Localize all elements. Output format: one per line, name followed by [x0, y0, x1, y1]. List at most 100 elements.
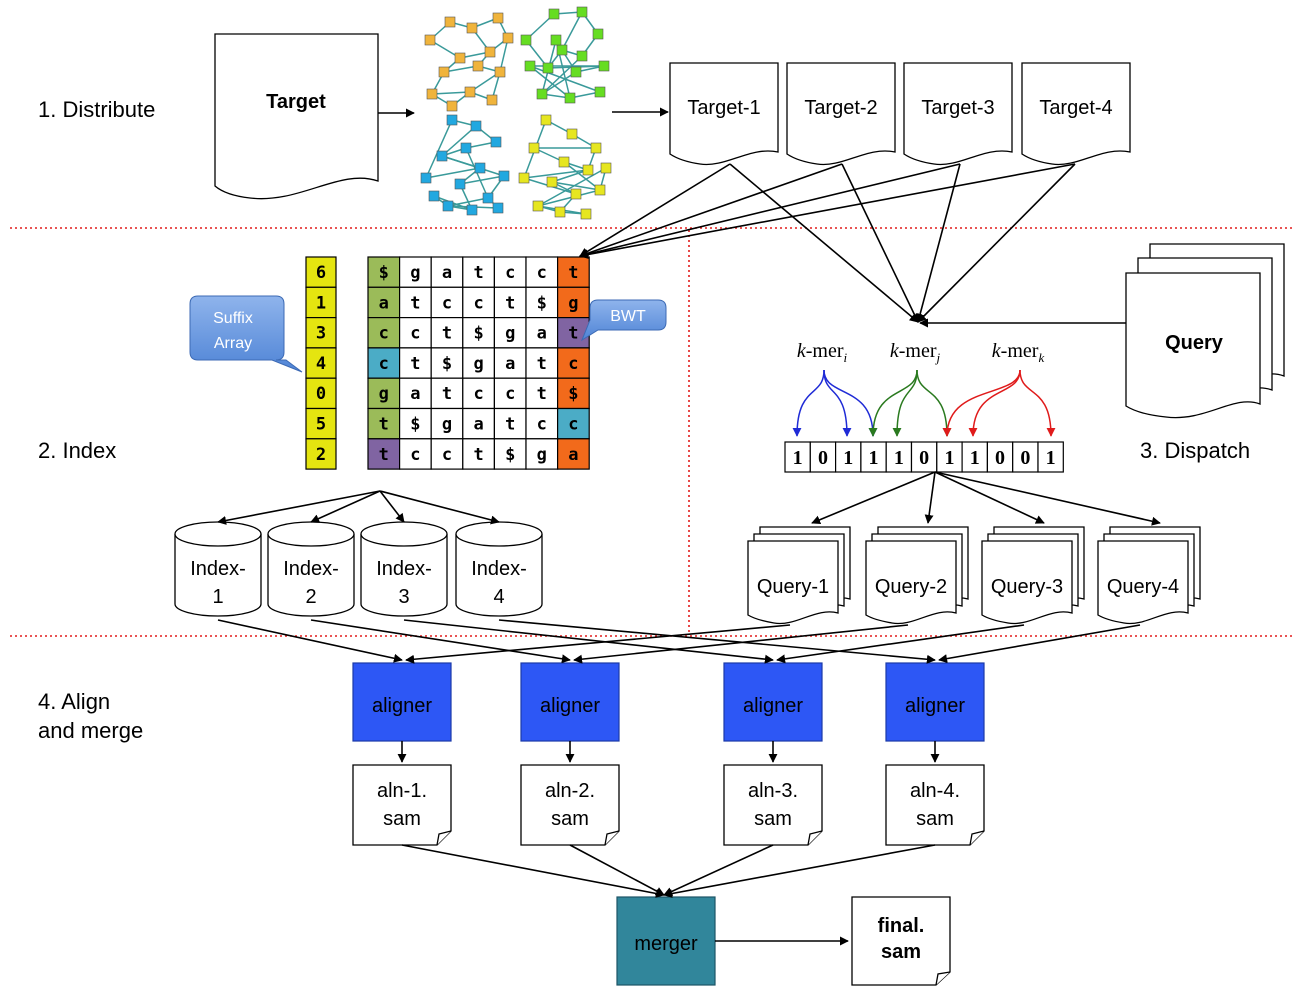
graph-node: [492, 12, 504, 24]
graph-edge: [443, 65, 479, 73]
sam-label-line2: sam: [551, 808, 589, 830]
bit-value: 1: [1046, 447, 1056, 469]
graph-node: [594, 86, 606, 98]
bwt-cell: [399, 377, 432, 410]
final-sam-line2: sam: [881, 941, 921, 963]
kmer-sub: i: [844, 350, 848, 365]
bit-cell: [1037, 441, 1064, 473]
suffix-array-callout-line1: Suffix: [213, 310, 253, 327]
bwt-char: t: [537, 384, 547, 404]
graph-node: [472, 60, 484, 72]
bwt-char: a: [537, 324, 547, 344]
bwt-cell: [399, 256, 432, 288]
graph-node: [580, 208, 592, 220]
kmer-mer: -mer: [806, 340, 844, 362]
bit-cell: [986, 441, 1014, 473]
bwt-char: c: [379, 354, 389, 374]
bwt-char: t: [473, 263, 483, 283]
bwt-char: c: [505, 263, 515, 283]
suffix-array-value: 0: [316, 384, 326, 404]
bwt-to-index-arrow: [217, 490, 381, 525]
query-document: Query: [1125, 243, 1285, 419]
bit-value: 1: [970, 447, 980, 469]
bit-cell: [1012, 441, 1039, 473]
dispatch-to-query-arrow: [811, 471, 936, 525]
bwt-char: g: [537, 445, 547, 465]
graph-node: [470, 120, 482, 132]
graph-node: [466, 22, 478, 34]
part-to-bwt-arrow: [579, 163, 1076, 259]
index-4: Index-4: [455, 521, 543, 617]
kmer-hash-arrow: [823, 369, 878, 437]
graph-node: [554, 206, 566, 218]
bwt-char: g: [379, 384, 389, 404]
target-part-1: Target-1: [669, 62, 779, 166]
sam-label-line1: aln-3.: [748, 780, 798, 802]
dispatch-to-query-arrow: [934, 471, 1045, 524]
bwt-char: c: [442, 445, 452, 465]
bit-value: 1: [869, 447, 879, 469]
graph-node: [528, 142, 540, 154]
merger-box: merger: [616, 896, 716, 986]
sam-file-4: aln-4.sam: [885, 764, 985, 846]
suffix-array-value: 1: [316, 293, 326, 313]
index-label-line1: Index-: [190, 558, 246, 580]
graph-node: [420, 172, 432, 184]
graph-edge: [541, 55, 583, 95]
bwt-cell: [430, 286, 464, 319]
index-to-aligner-arrow: [217, 619, 403, 663]
bwt-char: c: [537, 263, 547, 283]
bwt-char: g: [505, 324, 515, 344]
sam-doc: [885, 764, 985, 846]
bit-value: 0: [919, 447, 929, 469]
graph-node: [576, 50, 588, 62]
bwt-char: t: [505, 293, 515, 313]
kmer-sub: j: [935, 350, 941, 365]
bit-value: 0: [995, 447, 1005, 469]
sam-doc-fold: [436, 830, 452, 846]
sam-to-merger-arrow: [663, 844, 936, 898]
bwt-char: a: [442, 263, 452, 283]
kmer-label-2: k-merj: [890, 340, 941, 365]
index-to-aligner-arrow: [310, 619, 571, 664]
graph-node: [564, 92, 576, 104]
kmer-hash-arrow: [792, 369, 825, 437]
suffix-array-value: 4: [316, 354, 326, 374]
bwt-char: c: [410, 324, 420, 344]
bwt-char: t: [442, 384, 452, 404]
bit-value: 1: [944, 447, 954, 469]
partition-graph: [420, 6, 612, 220]
graph-node: [570, 188, 582, 200]
bwt-char: a: [410, 384, 420, 404]
bwt-char: a: [379, 293, 389, 313]
graph-node: [428, 190, 440, 202]
graph-node: [446, 114, 458, 126]
bwt-cell: [430, 438, 464, 470]
graph-node: [490, 136, 502, 148]
cylinder-top: [174, 521, 262, 547]
bwt-char: c: [379, 324, 389, 344]
graph-node: [524, 60, 536, 72]
graph-node: [438, 66, 450, 78]
aligner-box: [352, 662, 452, 742]
suffix-array-callout: Suffix Array: [189, 295, 303, 373]
graph-edge: [499, 37, 509, 73]
bwt-char: g: [410, 263, 420, 283]
bwt-callout-label: BWT: [610, 308, 646, 325]
graph-node: [482, 192, 494, 204]
query-part-1: Query-1: [747, 526, 851, 625]
graph-node: [464, 86, 476, 98]
sam-to-merger-arrow: [569, 844, 665, 896]
graph-edge: [441, 125, 477, 157]
index-label-line1: Index-: [471, 558, 527, 580]
aligner-label: aligner: [905, 695, 965, 717]
suffix-array-cell: [305, 438, 337, 470]
bwt-char: g: [568, 293, 578, 313]
bwt-char: t: [473, 445, 483, 465]
aligner-box: [520, 662, 620, 742]
graph-edge: [425, 167, 481, 179]
graph-edge: [551, 169, 589, 183]
